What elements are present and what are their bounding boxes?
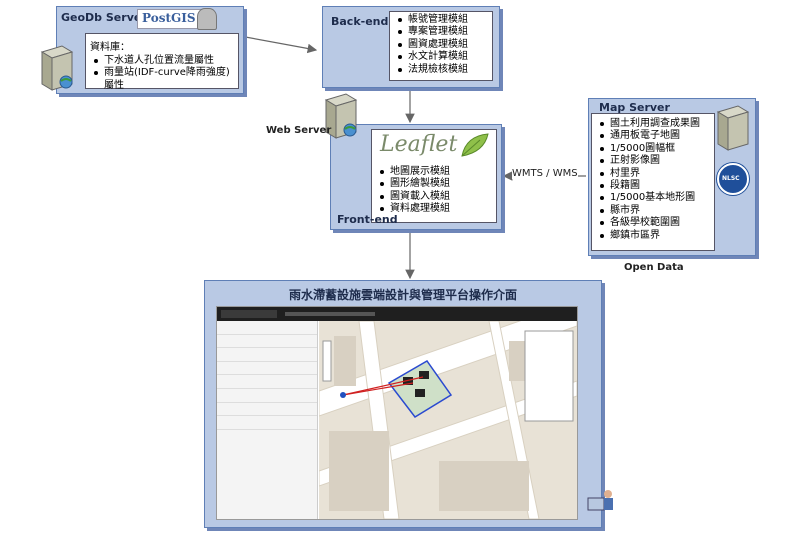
frontend-title: Front-end [337,213,398,226]
map-layer-item: 1/5000圖幅框 [600,143,714,155]
platform-title: 雨水滯蓄設施雲端設計與管理平台操作介面 [288,288,517,302]
postgis-logo-text: PostGIS [142,11,196,25]
map-server-title: Map Server [599,101,670,114]
db-server-icon [40,45,74,91]
backend-content-box: 帳號管理模組 專案管理模組 圖資處理模組 水文計算模組 法規檢核模組 [389,11,493,81]
geodb-server-panel: GeoDb Server PostGIS 資料庫： 下水道人孔位置流量屬性 雨量… [56,6,244,94]
map-layer-item: 鄉鎮市區界 [600,230,714,242]
geodb-content-box: 資料庫： 下水道人孔位置流量屬性 雨量站(IDF-curve降雨強度)屬性 [85,33,239,92]
web-server-icon [324,93,358,139]
map-layer-item: 國土利用調查成果圖 [600,118,714,130]
sidebar-row [217,335,317,349]
postgis-logo: PostGIS [137,9,213,29]
navbar-logo-block [221,310,277,318]
frontend-list: 地圖展示模組 圖形繪製模組 圖資載入模組 資料處理模組 [372,162,496,216]
geodb-item: 下水道人孔位置流量屬性 [94,55,238,67]
sidebar-row [217,362,317,376]
backend-item: 水文計算模組 [398,51,492,63]
map-server-list: 國土利用調查成果圖 通用板電子地圖 1/5000圖幅框 正射影像圖 村里界 段籍… [592,114,714,242]
wmts-wms-label: WMTS / WMS [512,168,578,179]
map-server-content-box: 國土利用調查成果圖 通用板電子地圖 1/5000圖幅框 正射影像圖 村里界 段籍… [591,113,715,251]
backend-item: 專案管理模組 [398,26,492,38]
map-server-icon [716,105,750,151]
backend-item: 法規檢核模組 [398,64,492,76]
sidebar-row [217,348,317,362]
nlsc-badge: NLSC [717,163,749,195]
map-layer-item: 1/5000基本地形圖 [600,192,714,204]
leaflet-logo: Leaflet [372,130,496,162]
geodb-item: 雨量站(IDF-curve降雨強度)屬性 [94,67,238,92]
sidebar-row [217,321,317,335]
backend-panel: Back-end 帳號管理模組 專案管理模組 圖資處理模組 水文計算模組 法規檢… [322,6,500,88]
backend-title: Back-end [331,15,389,28]
geodb-title: GeoDb Server [61,11,147,24]
open-data-label: Open Data [624,262,684,273]
frontend-item: 地圖展示模組 [380,166,496,178]
map-layer-item: 正射影像圖 [600,155,714,167]
app-navbar [217,307,577,321]
navbar-menu-block [285,312,375,316]
postgis-elephant-icon [197,8,217,30]
frontend-item: 圖形繪製模組 [380,178,496,190]
sidebar-row [217,403,317,417]
frontend-content-box: Leaflet 地圖展示模組 圖形繪製模組 圖資載入模組 資料處理模組 [371,129,497,223]
map-layer-item: 通用板電子地圖 [600,130,714,142]
geodb-heading: 資料庫： [90,42,130,53]
frontend-item: 圖資載入模組 [380,191,496,203]
backend-list: 帳號管理模組 專案管理模組 圖資處理模組 水文計算模組 法規檢核模組 [390,12,492,76]
frontend-item: 資料處理模組 [380,203,496,215]
map-layer-item: 各級學校範圍圖 [600,217,714,229]
geodb-list: 下水道人孔位置流量屬性 雨量站(IDF-curve降雨強度)屬性 [86,55,238,92]
sidebar-row [217,375,317,389]
platform-screenshot [216,306,578,520]
map-layer-item: 段籍圖 [600,180,714,192]
user-computer-icon [587,490,613,511]
sidebar-row [217,416,317,430]
app-sidebar [217,321,318,519]
leaf-icon [461,133,489,157]
leaflet-logo-text: Leaflet [380,132,458,157]
nlsc-badge-text: NLSC [722,175,740,182]
map-layer-item: 村里界 [600,168,714,180]
backend-item: 圖資處理模組 [398,39,492,51]
backend-item: 帳號管理模組 [398,14,492,26]
map-layer-item: 縣市界 [600,205,714,217]
app-map [319,321,577,519]
sidebar-row [217,389,317,403]
web-server-label: Web Server [266,125,332,136]
frontend-panel: Leaflet 地圖展示模組 圖形繪製模組 圖資載入模組 資料處理模組 Fron… [330,124,502,230]
geodb-backend-arrow [230,29,318,54]
map-graphics [319,321,577,519]
